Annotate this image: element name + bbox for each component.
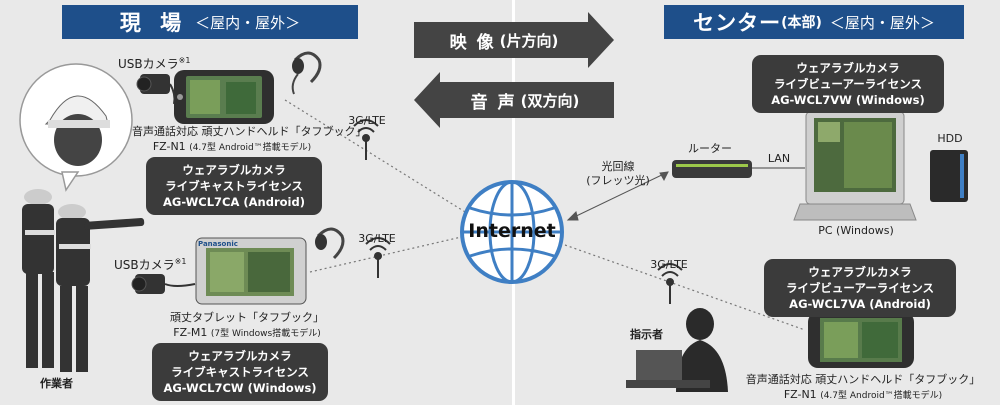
network-label-3: 3G/LTE [650, 258, 688, 271]
router-label: ルーター [688, 142, 732, 155]
center-header: センター (本部) ＜屋内・屋外＞ [664, 5, 964, 39]
license-line2: ライブキャストライセンス [171, 365, 309, 379]
audio-arrow-icon [414, 72, 614, 128]
live-cast-license-windows: ウェアラブルカメラ ライブキャストライセンス AG-WCL7CW (Window… [152, 343, 328, 401]
license-line1: ウェアラブルカメラ [188, 349, 292, 363]
antenna-icon-3 [657, 263, 683, 304]
connection-lines [284, 99, 806, 331]
usb-camera-label-2: USBカメラ※1 [114, 256, 186, 273]
audio-arrow-label: 音 声(双方向) [440, 82, 610, 118]
lan-label: LAN [767, 152, 791, 165]
tablet-brand: Panasonic [198, 240, 238, 248]
instructor-label: 指示者 [630, 328, 663, 341]
handheld-caption-line1: 音声通話対応 頑丈ハンドヘルド「タフブック」 [745, 373, 981, 386]
license-line3: AG-WCL7CW (Windows) [163, 381, 317, 395]
video-label-main: 映 像 [449, 32, 496, 53]
instructor-silhouette [626, 308, 728, 392]
site-header: 現 場 ＜屋内・屋外＞ [62, 5, 358, 39]
router-icon [672, 160, 752, 178]
antenna-icon-1 [353, 119, 379, 160]
video-arrow-icon [414, 12, 614, 68]
live-viewer-license-android: ウェアラブルカメラ ライブビューアーライセンス AG-WCL7VA (Andro… [764, 259, 956, 317]
license-line3: AG-WCL7VA (Android) [789, 297, 931, 311]
network-label-2: 3G/LTE [358, 232, 396, 245]
handheld-caption-model: FZ-N1 [152, 140, 186, 153]
license-line3: AG-WCL7CA (Android) [163, 195, 305, 209]
laptop-icon [793, 111, 917, 221]
audio-label-paren: (双方向) [520, 91, 580, 110]
video-arrow-label: 映 像(片方向) [420, 22, 588, 58]
fiber-arrow [566, 171, 669, 221]
license-line1: ウェアラブルカメラ [796, 61, 900, 75]
usb-camera-label-1: USBカメラ※1 [118, 55, 190, 72]
handheld-caption-center: 音声通話対応 頑丈ハンドヘルド「タフブック」 FZ-N1 (4.7型 Andro… [738, 372, 988, 404]
license-line1: ウェアラブルカメラ [182, 163, 286, 177]
internet-label: Internet [468, 220, 556, 242]
tablet-device-site [195, 237, 307, 305]
handheld-caption-model: FZ-N1 [783, 388, 817, 401]
handheld-caption-detail: (4.7型 Android™搭載モデル) [820, 391, 943, 401]
handheld-device-site [174, 70, 274, 124]
worker-label: 作業者 [40, 377, 73, 390]
line-handheld-internet [284, 99, 471, 216]
video-label-paren: (片方向) [499, 31, 559, 50]
fiber-label-line1: 光回線 [601, 160, 635, 173]
hdd-icon [930, 150, 968, 202]
usb-camera-sup-1: ※1 [178, 56, 191, 65]
handheld-caption-detail: (4.7型 Android™搭載モデル) [189, 143, 312, 153]
antenna-icon-2 [365, 237, 391, 278]
pc-caption: PC (Windows) [818, 224, 894, 237]
center-title-paren: (本部) [781, 15, 822, 31]
site-title: 現 場 [119, 11, 188, 35]
live-viewer-license-windows: ウェアラブルカメラ ライブビューアーライセンス AG-WCL7VW (Windo… [752, 55, 944, 113]
license-line2: ライブビューアーライセンス [773, 77, 923, 91]
usb-camera-2 [131, 274, 196, 294]
internet-globe-icon [460, 180, 564, 284]
usb-camera-1 [136, 74, 176, 105]
center-subtitle: ＜屋内・屋外＞ [829, 13, 935, 32]
usb-camera-text-2: USBカメラ [114, 258, 175, 272]
handheld-device-center [808, 312, 914, 368]
license-line2: ライブビューアーライセンス [785, 281, 935, 295]
fiber-label-line2: (フレッツ光) [586, 174, 650, 187]
network-label-1: 3G/LTE [348, 114, 386, 127]
license-line2: ライブキャストライセンス [165, 179, 303, 193]
worker-silhouette [22, 189, 145, 372]
usb-camera-text-1: USBカメラ [118, 57, 179, 71]
handheld-caption-site: 音声通話対応 頑丈ハンドヘルド「タフブック」 FZ-N1 (4.7型 Andro… [132, 124, 367, 156]
tablet-caption: 頑丈タブレット「タフブック」 FZ-M1 (7型 Windows搭載モデル) [152, 310, 342, 342]
hdd-label: HDD [937, 132, 963, 145]
audio-label-main: 音 声 [470, 92, 517, 113]
line-tablet-internet [309, 234, 471, 273]
license-line3: AG-WCL7VW (Windows) [771, 93, 925, 107]
worker-speech-bubble [19, 63, 133, 192]
live-cast-license-android: ウェアラブルカメラ ライブキャストライセンス AG-WCL7CA (Androi… [146, 157, 322, 215]
headset-icon-1 [291, 51, 322, 95]
tablet-caption-line1: 頑丈タブレット「タフブック」 [170, 311, 324, 324]
site-subtitle: ＜屋内・屋外＞ [195, 13, 301, 32]
handheld-caption-line1: 音声通話対応 頑丈ハンドヘルド「タフブック」 [132, 125, 367, 138]
center-title: センター [693, 11, 782, 35]
usb-camera-sup-2: ※1 [174, 257, 187, 266]
tablet-caption-detail: (7型 Windows搭載モデル) [210, 329, 321, 339]
headset-icon-2 [315, 227, 345, 260]
tablet-caption-model: FZ-M1 [173, 326, 208, 339]
fiber-label: 光回線 (フレッツ光) [586, 160, 650, 188]
license-line1: ウェアラブルカメラ [808, 265, 912, 279]
